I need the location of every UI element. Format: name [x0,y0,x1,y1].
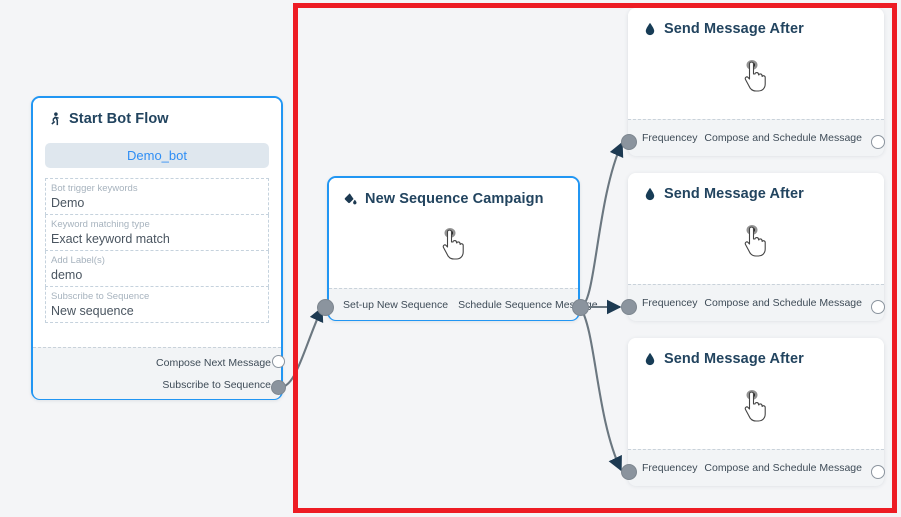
port-label: Subscribe to Sequence [162,378,271,391]
port-setup-new-sequence[interactable] [317,299,334,316]
field-value: Demo [51,196,85,210]
node-title-text: Start Bot Flow [69,111,169,127]
pointing-hand-cursor-icon [734,384,778,428]
field-value: New sequence [51,304,134,318]
port-label-frequencey[interactable]: Frequencey [642,462,698,474]
node-send-message-after-2[interactable]: Send Message After Frequencey Compose an… [628,173,884,321]
field-bot-trigger-keywords[interactable]: Bot trigger keywords Demo [45,178,269,215]
paint-bucket-icon [343,191,358,207]
node-body: Send Message After [628,173,884,284]
droplet-icon [642,351,657,367]
field-label: Subscribe to Sequence [51,291,150,302]
bot-field-list: Bot trigger keywords Demo Keyword matchi… [45,178,269,323]
pointing-hand-cursor-icon [734,54,778,98]
port-out-compose-and-schedule-message-1[interactable] [871,135,885,149]
port-label-schedule-sequence-message[interactable]: Schedule Sequence Message [458,298,598,311]
field-keyword-matching-type[interactable]: Keyword matching type Exact keyword matc… [45,215,269,251]
node-start-bot-flow[interactable]: Start Bot Flow Demo_bot Bot trigger keyw… [31,96,283,400]
port-row-subscribe-to-sequence[interactable]: Subscribe to Sequence [156,377,271,393]
port-subscribe-to-sequence[interactable] [271,380,286,395]
port-row-group: Frequencey Compose and Schedule Message [628,132,884,144]
port-compose-next-message[interactable] [272,355,285,368]
field-label: Add Label(s) [51,255,105,266]
node-title-row: Start Bot Flow [33,98,281,127]
port-in-frequencey-2[interactable] [621,299,637,315]
port-row-group: Compose Next Message Subscribe to Sequen… [156,348,271,399]
port-label-compose-and-schedule-message[interactable]: Compose and Schedule Message [704,297,862,309]
node-title-row: Send Message After [628,8,884,37]
droplet-icon [642,21,657,37]
field-label: Keyword matching type [51,219,150,230]
node-title-text: Send Message After [664,186,804,202]
port-out-compose-and-schedule-message-3[interactable] [871,465,885,479]
node-footer: Frequencey Compose and Schedule Message [628,119,884,156]
field-add-labels[interactable]: Add Label(s) demo [45,251,269,287]
droplet-icon [642,186,657,202]
port-row-group: Set-up New Sequence Schedule Sequence Me… [329,299,598,311]
port-row-group: Frequencey Compose and Schedule Message [628,462,884,474]
port-label-frequencey[interactable]: Frequencey [642,132,698,144]
port-label-setup-new-sequence[interactable]: Set-up New Sequence [343,298,449,311]
field-value: demo [51,268,83,282]
port-schedule-sequence-message[interactable] [572,299,589,316]
port-label-compose-and-schedule-message[interactable]: Compose and Schedule Message [704,462,862,474]
node-title-row: Send Message After [628,173,884,202]
node-body: Start Bot Flow Demo_bot Bot trigger keyw… [33,98,281,347]
field-label: Bot trigger keywords [51,183,138,194]
node-footer: Frequencey Compose and Schedule Message [628,449,884,486]
port-label-compose-and-schedule-message[interactable]: Compose and Schedule Message [704,132,862,144]
pointing-hand-cursor-icon [734,219,778,263]
port-label: Compose Next Message [156,356,271,369]
node-title-row: Send Message After [628,338,884,367]
node-body: Send Message After [628,338,884,449]
bot-name-text: Demo_bot [127,148,187,163]
port-label-frequencey[interactable]: Frequencey [642,297,698,309]
node-title-text: Send Message After [664,351,804,367]
field-subscribe-to-sequence[interactable]: Subscribe to Sequence New sequence [45,287,269,323]
node-footer: Frequencey Compose and Schedule Message [628,284,884,321]
port-row-compose-next-message[interactable]: Compose Next Message [156,355,271,371]
bot-name-pill[interactable]: Demo_bot [45,143,269,168]
running-person-icon [47,111,62,127]
node-send-message-after-3[interactable]: Send Message After Frequencey Compose an… [628,338,884,486]
node-title-text: New Sequence Campaign [365,191,544,207]
node-title-row: New Sequence Campaign [329,178,578,207]
field-value: Exact keyword match [51,232,170,246]
node-footer: Set-up New Sequence Schedule Sequence Me… [329,288,598,320]
port-in-frequencey-1[interactable] [621,134,637,150]
node-footer: Compose Next Message Subscribe to Sequen… [33,347,281,399]
node-new-sequence-campaign[interactable]: New Sequence Campaign Set-up New Sequenc… [327,176,598,321]
port-out-compose-and-schedule-message-2[interactable] [871,300,885,314]
pointing-hand-cursor-icon [432,222,476,266]
node-body: New Sequence Campaign [329,178,578,288]
node-title-text: Send Message After [664,21,804,37]
node-send-message-after-1[interactable]: Send Message After Frequencey Compose an… [628,8,884,156]
port-row-group: Frequencey Compose and Schedule Message [628,297,884,309]
port-in-frequencey-3[interactable] [621,464,637,480]
node-body: Send Message After [628,8,884,119]
